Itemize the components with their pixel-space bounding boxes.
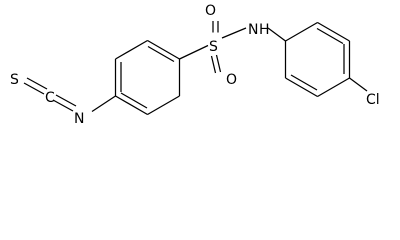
bond-ring-left-1	[147, 39, 180, 60]
bond-ring-to-chlorine	[349, 77, 368, 92]
atom-label-carbon-isothiocyanate: C	[45, 90, 55, 106]
benzene-ring-left	[114, 39, 181, 116]
bond-ring-left-inner-2	[120, 92, 148, 109]
bond-ring-right-1	[317, 21, 350, 42]
substituent-bonds	[23, 21, 368, 113]
benzene-ring-right	[284, 21, 351, 98]
bond-sulfonyl-oxygen-bottom-1	[210, 55, 217, 74]
bond-ring-right-inner-3	[290, 74, 318, 91]
atom-label-amide-hydrogen: H	[259, 22, 270, 38]
bond-isothiocyanate-n-c-1	[52, 99, 74, 112]
atom-labels: S C N S O O N H Cl	[10, 3, 380, 127]
bond-ring-left-3	[147, 95, 180, 116]
atom-label-sulfonyl-sulfur: S	[209, 39, 218, 55]
bond-ring-left-4	[115, 95, 148, 116]
bond-ring-left-inner-1	[147, 45, 175, 63]
atom-label-chlorine: Cl	[366, 92, 380, 108]
bond-ring-right-6	[285, 21, 318, 42]
bond-ring-left-6	[115, 39, 148, 60]
bond-ring-right-4	[285, 77, 318, 98]
bond-nitrogen-to-ring	[267, 27, 286, 42]
atom-label-sulfur-terminal: S	[10, 72, 19, 88]
bond-sulfonyl-to-nitrogen	[221, 27, 247, 39]
bond-ring-right-3	[317, 77, 350, 98]
bond-sulfonyl-oxygen-bottom-2	[215, 54, 222, 73]
atom-label-amide-nitrogen: N	[248, 22, 258, 38]
bond-isothiocyanate-c-s-1	[23, 82, 45, 95]
atom-label-sulfonyl-oxygen-top: O	[205, 3, 216, 19]
bond-ring-to-isothiocyanate-nitrogen	[91, 95, 116, 113]
atom-label-sulfonyl-oxygen-bottom: O	[226, 72, 237, 88]
chemical-structure-diagram: S C N S O O N H Cl	[10, 3, 380, 127]
bond-ring-right-inner-1	[316, 27, 344, 45]
bond-isothiocyanate-c-s-2	[26, 77, 48, 90]
bond-ring-to-sulfonyl	[179, 44, 209, 60]
bond-isothiocyanate-n-c-2	[55, 94, 77, 107]
atom-label-nitrogen-isothiocyanate: N	[74, 111, 84, 127]
